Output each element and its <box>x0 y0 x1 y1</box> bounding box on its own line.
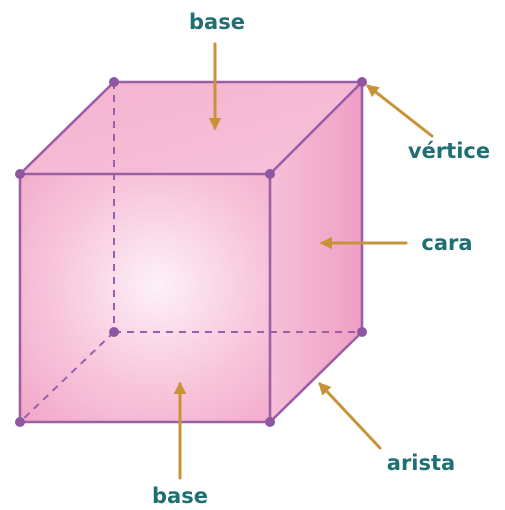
vertex-dot <box>265 417 275 427</box>
vertex-dot <box>109 327 119 337</box>
pointer-arrows <box>173 42 434 480</box>
edge-top-left <box>19 81 115 175</box>
label-vertex: vértice <box>408 139 490 163</box>
label-base-bottom: base <box>152 484 208 508</box>
arrow-vertex <box>366 84 434 138</box>
label-face: cara <box>421 231 472 255</box>
labels: base vértice cara arista base <box>152 10 490 508</box>
vertex-dot <box>15 169 25 179</box>
vertices <box>15 77 367 427</box>
vertex-dot <box>15 417 25 427</box>
vertex-dot <box>357 327 367 337</box>
edge-bottom-right <box>269 331 363 423</box>
vertex-dot <box>109 77 119 87</box>
cube-front-face <box>20 174 270 422</box>
visible-edges <box>18 80 364 424</box>
edge-top-right <box>269 81 363 175</box>
arrow-edge <box>318 382 382 450</box>
vertex-dot <box>357 77 367 87</box>
hidden-edges <box>19 82 362 423</box>
label-edge: arista <box>387 451 455 475</box>
cube-side-face <box>270 82 362 422</box>
vertex-dot <box>265 169 275 179</box>
hidden-edge-left-bottom <box>19 331 115 423</box>
label-base-top: base <box>189 10 245 34</box>
cube-top-face <box>20 82 362 174</box>
